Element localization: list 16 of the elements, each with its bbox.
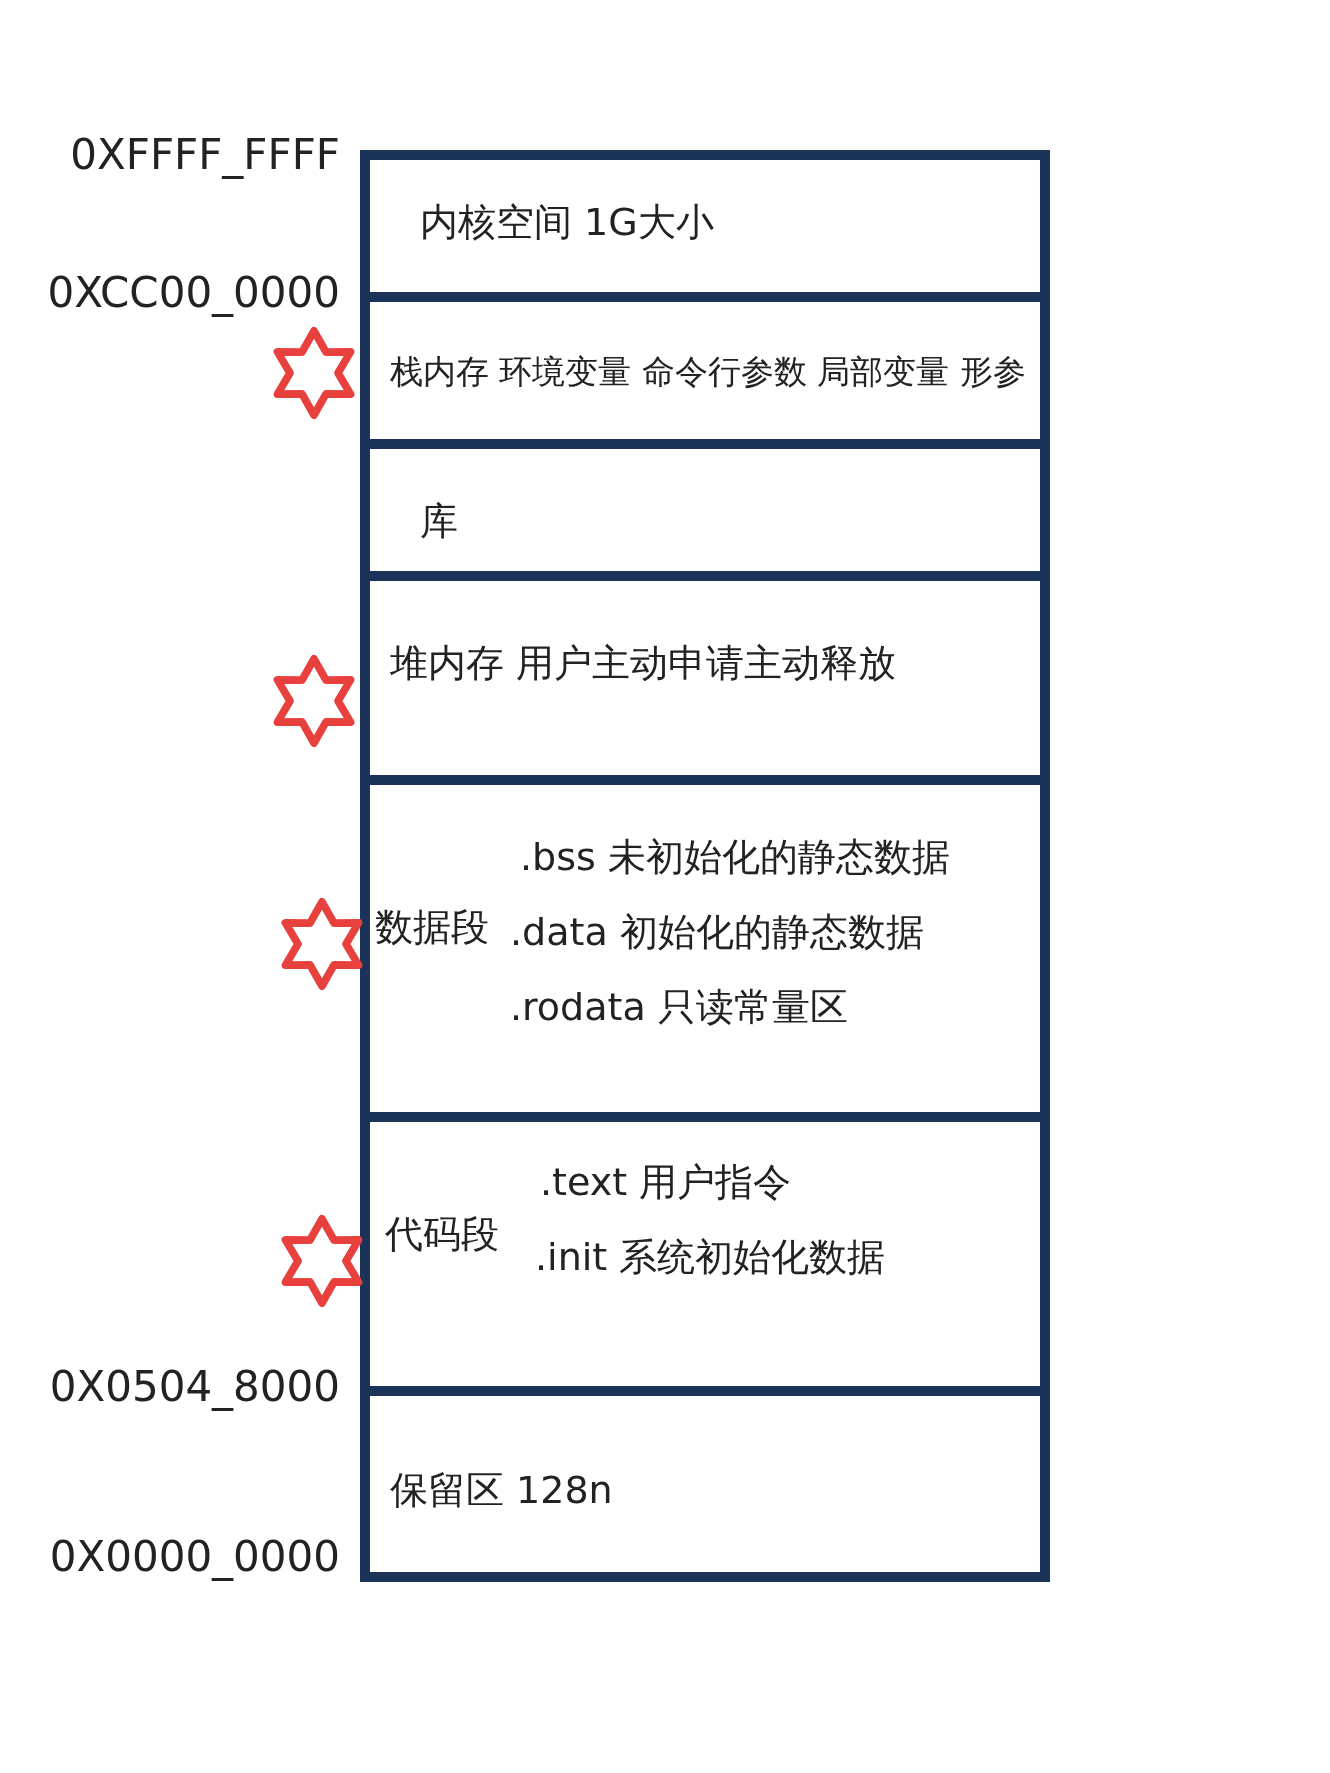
section-label: .text 用户指令 xyxy=(540,1160,792,1204)
section-label: .data 初始化的静态数据 xyxy=(510,910,924,954)
section-label: .bss 未初始化的静态数据 xyxy=(520,835,950,879)
segment-label: 保留区 128n xyxy=(390,1468,613,1512)
address-label: 0X0504_8000 xyxy=(48,1362,340,1411)
segment-label: 库 xyxy=(420,499,458,543)
segment-label: 内核空间 1G大小 xyxy=(420,200,714,244)
section-label: .rodata 只读常量区 xyxy=(510,985,848,1029)
segment-label: 堆内存 用户主动申请主动释放 xyxy=(390,641,897,685)
address-label: 0XCC00_0000 xyxy=(46,268,340,317)
segment-label: 数据段 xyxy=(375,905,489,949)
address-label: 0X0000_0000 xyxy=(48,1532,340,1581)
address-label: 0XFFFF_FFFF xyxy=(69,130,340,179)
segment-label: 栈内存 环境变量 命令行参数 局部变量 形参 xyxy=(390,351,1026,393)
section-label: .init 系统初始化数据 xyxy=(535,1235,886,1279)
segment-label: 代码段 xyxy=(385,1212,499,1256)
